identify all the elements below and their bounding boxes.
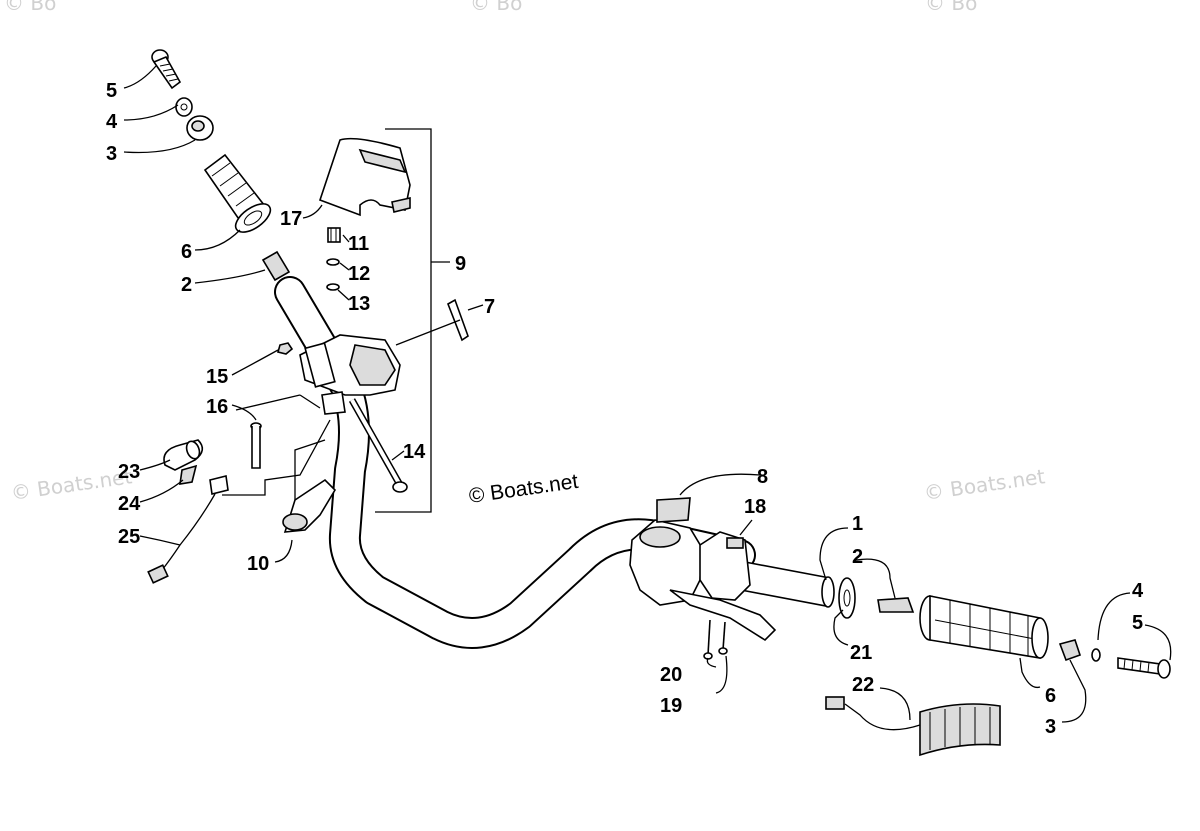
flat-washer (326, 283, 340, 291)
callout-2-right: 2 (852, 546, 863, 568)
callout-1: 1 (852, 513, 863, 535)
copyright-text: © Boats.net (467, 470, 579, 508)
clamp-screw (348, 398, 408, 493)
washer-left (175, 97, 193, 117)
throttle-cover (318, 137, 411, 217)
hand-grip-left (203, 153, 272, 233)
callout-23: 23 (118, 461, 140, 483)
callout-6-left: 6 (181, 241, 192, 263)
thumb-warmer-harness (147, 475, 229, 584)
grip-sleeve-right (877, 597, 915, 613)
thumb-heater-cap (163, 439, 204, 471)
grip-sleeve-left (261, 250, 291, 282)
callout-9: 9 (455, 253, 466, 275)
end-plug-right (1058, 639, 1082, 662)
callout-11: 11 (348, 233, 369, 255)
handlebar (274, 276, 756, 649)
callout-10: 10 (247, 553, 269, 575)
callout-12: 12 (348, 263, 370, 285)
leader-lines (123, 65, 1172, 723)
cover-screw (327, 227, 341, 243)
callout-4-left: 4 (106, 111, 118, 133)
callout-4-right: 4 (1132, 580, 1144, 602)
callout-2-left: 2 (181, 274, 192, 296)
callout-8: 8 (757, 466, 768, 488)
callout-20: 20 (660, 664, 682, 686)
callout-24: 24 (118, 493, 141, 515)
watermark-top-left: © Bo (4, 0, 56, 15)
callout-19: 19 (660, 695, 682, 717)
hex-nut (277, 342, 294, 355)
callout-16: 16 (206, 396, 228, 418)
brake-master-cylinder (629, 519, 777, 642)
grip-heater-element (825, 696, 1001, 757)
watermark-top-middle: © Bo (470, 0, 522, 15)
end-screw-right (1117, 657, 1171, 679)
callout-21: 21 (850, 642, 872, 664)
callout-25: 25 (118, 526, 140, 548)
callout-3-left: 3 (106, 143, 117, 165)
callout-17: 17 (280, 208, 302, 230)
grip-washer-right (838, 577, 856, 619)
callout-18: 18 (744, 496, 766, 518)
washer-left-hole (180, 103, 188, 111)
callout-labels: 5 4 3 6 2 17 11 12 13 9 7 15 16 14 23 24… (106, 80, 1144, 738)
callout-6-right: 6 (1045, 685, 1056, 707)
washer-right (1091, 648, 1101, 662)
callout-14: 14 (403, 441, 426, 463)
handlebar-grip-tube (740, 561, 835, 608)
thumb-pad (179, 464, 198, 485)
end-plug-left (186, 115, 214, 141)
lock-washer (326, 258, 340, 266)
callout-13: 13 (348, 293, 370, 315)
switch-housing (699, 531, 751, 601)
hand-grip-right (919, 595, 1049, 659)
throttle-housing (299, 334, 401, 415)
callout-5-right: 5 (1132, 612, 1143, 634)
decal-right (656, 497, 691, 523)
decal-left (447, 298, 469, 342)
throttle-lever (282, 478, 337, 533)
long-screw (250, 422, 262, 469)
watermark-right: © Boats.net (922, 464, 1046, 505)
watermark-top-right: © Bo (925, 0, 977, 15)
grip-washer-right-hole (843, 589, 851, 607)
callout-15: 15 (206, 366, 228, 388)
callout-3-right: 3 (1045, 716, 1056, 738)
watermark-left: © Boats.net (9, 464, 133, 505)
end-screw-left (151, 49, 182, 90)
housing-screws (703, 619, 728, 660)
callout-22: 22 (852, 674, 874, 696)
callout-7: 7 (484, 296, 495, 318)
callout-5-left: 5 (106, 80, 117, 102)
